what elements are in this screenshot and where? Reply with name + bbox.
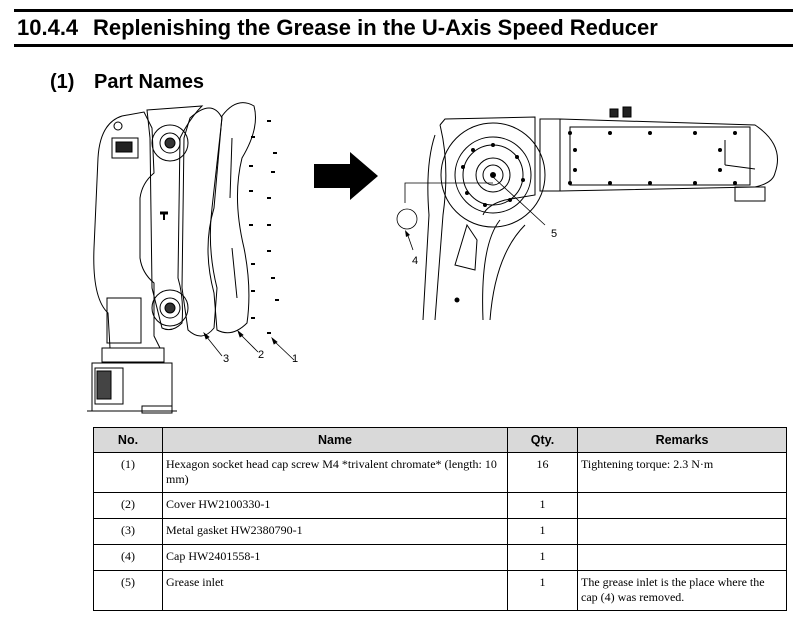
heading-rule-bottom [14, 44, 793, 47]
cell-no: (1) [93, 452, 163, 493]
u-axis-closeup-figure [396, 106, 778, 321]
table-row: (4) Cap HW2401558-1 1 [93, 544, 787, 571]
subsection-title-text: Part Names [94, 71, 205, 93]
table-row: (2) Cover HW2100330-1 1 [93, 492, 787, 519]
callout-5: 5 [551, 228, 558, 240]
callout-1: 1 [292, 353, 299, 365]
cell-qty: 16 [507, 452, 578, 493]
table-row: (3) Metal gasket HW2380790-1 1 [93, 518, 787, 545]
cell-name: Hexagon socket head cap screw M4 *trival… [162, 452, 508, 493]
cell-name: Cap HW2401558-1 [162, 544, 508, 571]
header-name: Name [162, 427, 508, 453]
table-row: (5) Grease inlet 1 The grease inlet is t… [93, 570, 787, 611]
cell-no: (5) [93, 570, 163, 611]
subsection-title: (1) Part Names [50, 71, 204, 94]
cell-qty: 1 [507, 518, 578, 545]
cell-name: Metal gasket HW2380790-1 [162, 518, 508, 545]
header-remarks: Remarks [577, 427, 787, 453]
robot-exploded-view-figure [87, 102, 295, 414]
table-header-row: No. Name Qty. Remarks [93, 427, 787, 453]
cell-no: (3) [93, 518, 163, 545]
right-arrow-icon [314, 152, 378, 200]
parts-table: No. Name Qty. Remarks (1) Hexagon socket… [93, 427, 787, 611]
cell-remarks [577, 518, 787, 545]
header-qty: Qty. [507, 427, 578, 453]
table-row: (1) Hexagon socket head cap screw M4 *tr… [93, 452, 787, 493]
cell-name: Cover HW2100330-1 [162, 492, 508, 519]
cell-remarks [577, 544, 787, 571]
cell-name: Grease inlet [162, 570, 508, 611]
section-title-text: Replenishing the Grease in the U-Axis Sp… [93, 15, 658, 40]
section-title: 10.4.4 Replenishing the Grease in the U-A… [17, 15, 658, 41]
section-number: 10.4.4 [17, 15, 79, 40]
cell-remarks: Tightening torque: 2.3 N·m [577, 452, 787, 493]
screw-icons [249, 120, 279, 334]
cell-qty: 1 [507, 492, 578, 519]
callout-3: 3 [223, 353, 230, 365]
subsection-number: (1) [50, 71, 75, 93]
cell-remarks [577, 492, 787, 519]
cell-remarks: The grease inlet is the place where the … [577, 570, 787, 611]
callout-2: 2 [258, 349, 265, 361]
cell-no: (2) [93, 492, 163, 519]
header-no: No. [93, 427, 163, 453]
cell-qty: 1 [507, 544, 578, 571]
callout-4: 4 [412, 255, 419, 267]
cell-qty: 1 [507, 570, 578, 611]
cell-no: (4) [93, 544, 163, 571]
heading-rule-top [14, 9, 793, 12]
